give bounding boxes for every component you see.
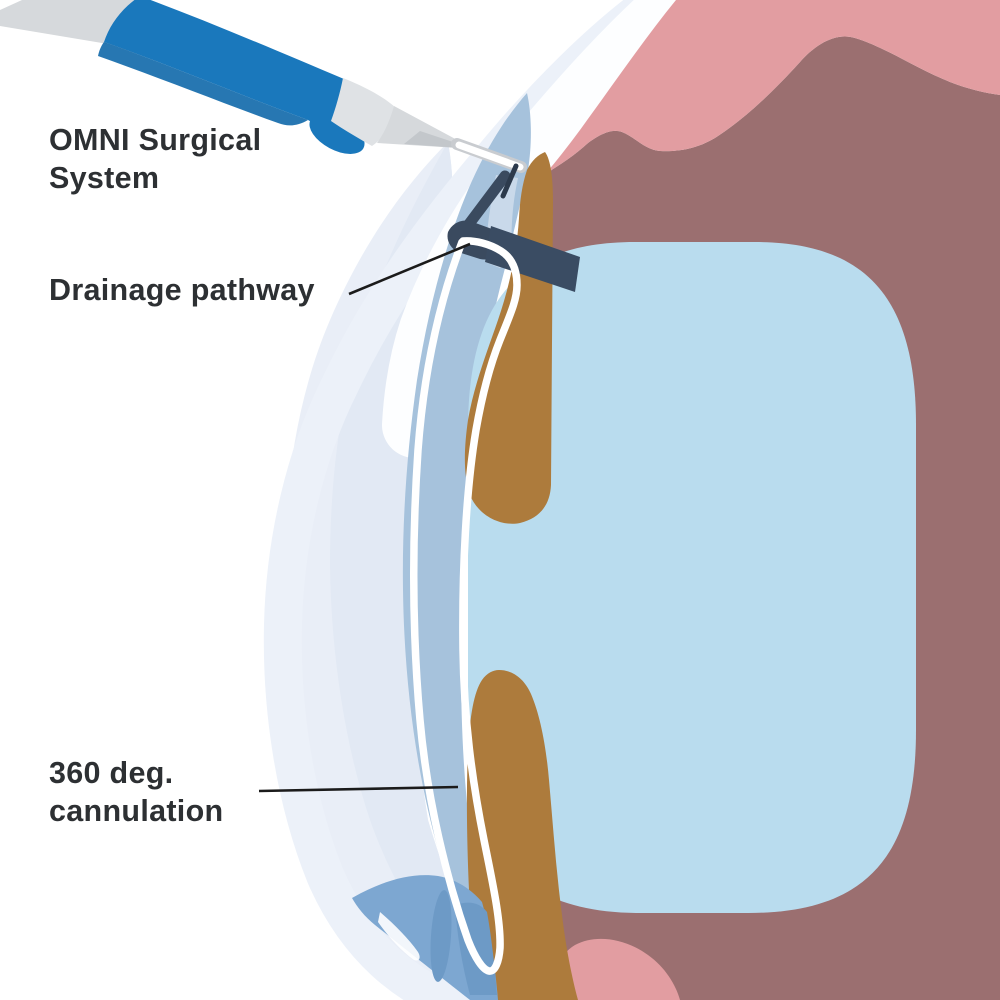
device-arm xyxy=(460,170,511,234)
handpiece-grip xyxy=(104,0,347,125)
cannulation-label: 360 deg. cannulation xyxy=(49,756,224,828)
microcatheter-tube xyxy=(409,237,521,975)
surgical-handpiece xyxy=(0,0,474,154)
handpiece-collar xyxy=(331,78,396,146)
tissue-pink-bottom xyxy=(552,938,680,1000)
ciliary-highlight-swoosh xyxy=(378,912,420,961)
omni-surgical-system-label: OMNI Surgical System xyxy=(49,123,262,195)
lens xyxy=(468,242,916,913)
schlemm-canal-bar xyxy=(485,226,580,292)
cannulation-leader-line xyxy=(258,785,459,793)
ciliary-body-streak xyxy=(430,890,452,982)
drainage-leader-line xyxy=(348,242,471,296)
cannula-sheath xyxy=(455,141,524,171)
conjunctiva-pink-band xyxy=(545,0,1000,174)
handpiece-cone-tip xyxy=(377,106,474,149)
anterior-chamber-band xyxy=(402,93,531,988)
device-needle xyxy=(500,163,519,199)
handpiece-grip-shadow xyxy=(98,42,308,126)
drainage-pathway-label: Drainage pathway xyxy=(49,273,315,307)
